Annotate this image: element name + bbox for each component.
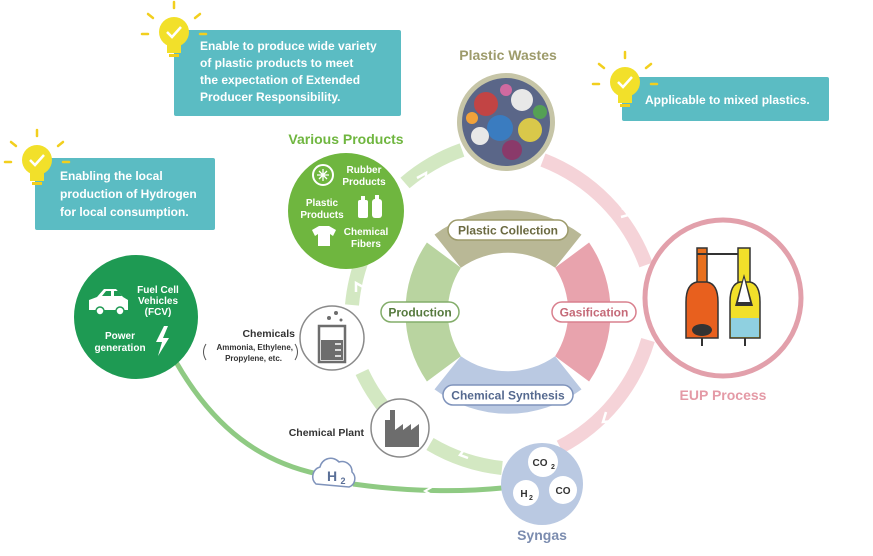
- syngas-node: CO 2 H 2 CO Syngas: [501, 443, 583, 543]
- plastic-wastes-pile-icon: [466, 84, 547, 160]
- arrow-chevron: [620, 206, 636, 219]
- chemical-plant-node: Chemical Plant: [289, 398, 430, 458]
- fcv-node: Fuel Cell Vehicles (FCV) Power generatio…: [74, 255, 198, 379]
- note-top: Enable to produce wide variety of plasti…: [140, 0, 401, 116]
- arrow-chevron: [259, 421, 271, 432]
- arc-wastes-to-eup: [540, 153, 653, 268]
- h2-text: H: [520, 489, 527, 500]
- note-left-box: [35, 158, 215, 230]
- pill-chemical-synthesis: [442, 384, 574, 406]
- outer-cycle: [345, 143, 655, 475]
- chemicals-label: Chemicals: [242, 328, 295, 340]
- h2-subscript: 2: [529, 495, 533, 502]
- arrow-chevron: [422, 486, 433, 496]
- various-products-title: Various Products: [288, 131, 403, 147]
- h2-cloud-subscript: 2: [340, 476, 345, 486]
- pill-production: [380, 301, 460, 323]
- cloud-icon: [312, 457, 356, 488]
- hydrogen-loop: [173, 360, 503, 496]
- eup-process-node: EUP Process: [642, 217, 804, 403]
- plastic-products-line2: Products: [300, 210, 344, 221]
- co-bubble: CO: [549, 476, 577, 504]
- tshirt-icon: [312, 226, 336, 246]
- arc-eup-to-syngas: [556, 337, 655, 454]
- chemicals-list-line1: Ammonia, Ethylene,: [217, 343, 293, 352]
- co2-text: CO: [533, 458, 548, 469]
- lightning-icon: [156, 326, 169, 356]
- pill-plastic-collection: [447, 219, 569, 241]
- chemicals-circle: [299, 305, 365, 371]
- power-line2: generation: [94, 343, 145, 354]
- label-production: Production: [388, 306, 451, 320]
- arc-syngas-to-h2: [352, 481, 503, 494]
- chemical-fibers-line1: Chemical: [344, 227, 389, 238]
- lightbulb-icon: [591, 50, 659, 107]
- label-chemical-synthesis: Chemical Synthesis: [451, 389, 565, 403]
- bottles-icon: [358, 195, 382, 218]
- note-left: Enabling the local production of Hydroge…: [3, 128, 215, 230]
- bracket-right: [294, 343, 298, 361]
- label-plastic-collection: Plastic Collection: [458, 224, 558, 238]
- note-top-line3: the expectation of Extended: [200, 73, 360, 87]
- note-top-box: [174, 30, 401, 116]
- fcv-line1: Fuel Cell: [137, 285, 179, 296]
- arc-plant-to-chemicals: [355, 368, 388, 410]
- arrow-chevron: [457, 446, 469, 460]
- arc-products-to-wastes: [400, 143, 465, 189]
- note-left-line1: Enabling the local: [60, 169, 163, 183]
- rubber-products-line1: Rubber: [347, 165, 382, 176]
- note-left-line3: for local consumption.: [60, 205, 189, 219]
- eup-process-title: EUP Process: [680, 387, 767, 403]
- chemicals-node: Chemicals Ammonia, Ethylene, Propylene, …: [203, 305, 365, 371]
- beaker-icon: [317, 311, 347, 364]
- note-right: Applicable to mixed plastics.: [591, 50, 829, 121]
- note-top-line2: of plastic products to meet: [200, 56, 353, 70]
- co-text: CO: [556, 486, 571, 497]
- co2-subscript: 2: [551, 464, 555, 471]
- plastic-wastes-node: Plastic Wastes: [457, 47, 557, 171]
- arc-h2-to-fcv: [173, 360, 319, 477]
- bracket-left: [203, 343, 207, 361]
- snowflake-icon: [312, 164, 334, 186]
- note-top-line4: Producer Responsibility.: [200, 90, 340, 104]
- lightbulb-icon: [140, 0, 208, 57]
- lightbulb-icon: [3, 128, 71, 185]
- plastic-wastes-title: Plastic Wastes: [459, 47, 557, 63]
- inner-donut: Plastic Collection Gasification Chemical…: [380, 210, 637, 414]
- chemical-fibers-line2: Fibers: [351, 239, 381, 250]
- h2-cloud-node: H 2: [312, 457, 356, 488]
- arrow-chevron: [416, 170, 428, 183]
- fcv-line2: Vehicles: [138, 296, 178, 307]
- fcv-circle: [74, 255, 198, 379]
- note-left-line2: production of Hydrogen: [60, 187, 197, 201]
- arc-syngas-to-plant: [426, 437, 503, 475]
- eup-process-circle: [642, 217, 804, 379]
- power-line1: Power: [105, 331, 135, 342]
- plastic-products-line1: Plastic: [306, 198, 339, 209]
- factory-icon: [385, 410, 419, 447]
- pill-gasification: [551, 301, 637, 323]
- various-products-node: Various Products Rubber Products Plastic…: [288, 131, 404, 269]
- gasifier-reactor-icon: [685, 247, 761, 346]
- chemicals-list-line2: Propylene, etc.: [225, 354, 282, 363]
- h2-cloud-text: H: [327, 468, 337, 484]
- note-top-line1: Enable to produce wide variety: [200, 39, 377, 53]
- arrow-chevron: [354, 280, 366, 292]
- syngas-title: Syngas: [517, 527, 567, 543]
- h2-bubble-syngas: H 2: [513, 480, 539, 506]
- note-right-box: [622, 77, 829, 121]
- rubber-products-line2: Products: [342, 177, 386, 188]
- label-gasification: Gasification: [560, 306, 629, 320]
- co2-bubble: CO 2: [528, 447, 558, 477]
- chemical-plant-label: Chemical Plant: [289, 427, 365, 439]
- fcv-line3: (FCV): [145, 307, 172, 318]
- arrow-chevron: [601, 411, 615, 424]
- note-right-line1: Applicable to mixed plastics.: [645, 93, 810, 107]
- car-icon: [89, 289, 128, 316]
